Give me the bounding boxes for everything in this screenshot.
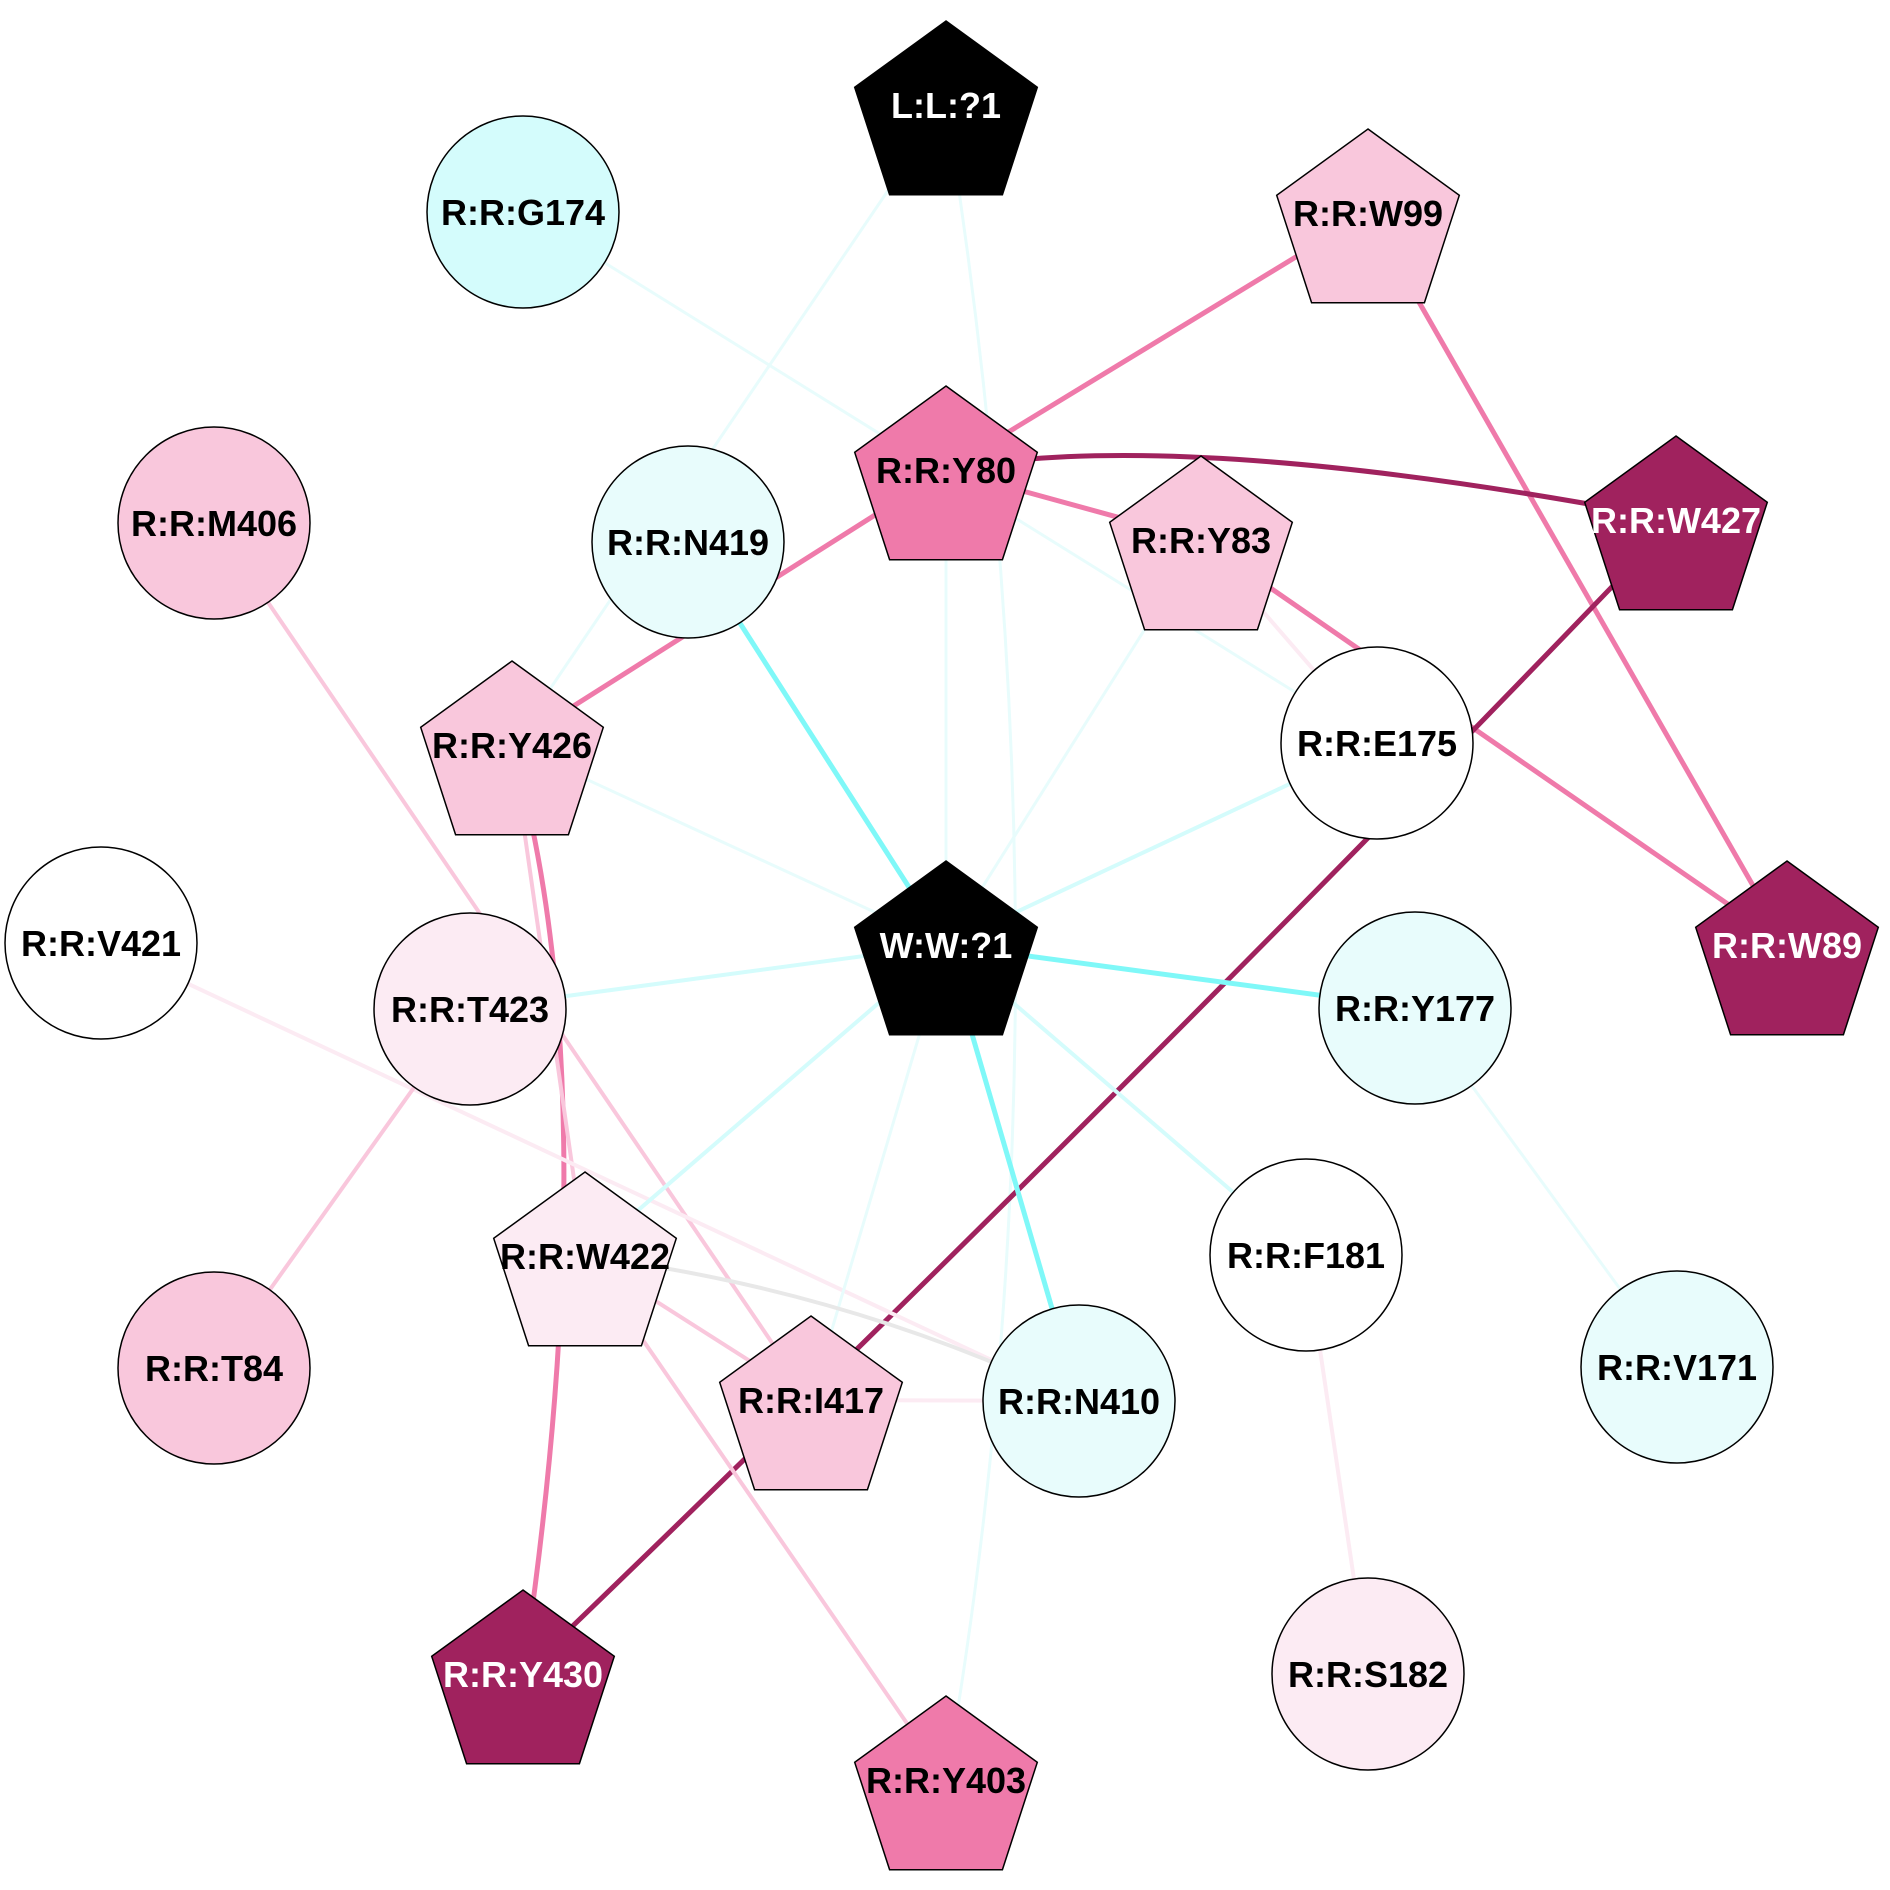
node-label: R:R:W422 (500, 1236, 670, 1277)
node-label: R:R:E175 (1297, 723, 1457, 764)
node-shape-pentagon (1108, 455, 1294, 631)
node-label: R:R:Y177 (1335, 988, 1495, 1029)
node-label: R:R:Y83 (1131, 520, 1271, 561)
node-t423[interactable]: R:R:T423 (373, 912, 567, 1106)
edge-w422-y403 (583, 1254, 948, 1782)
node-label: W:W:?1 (880, 925, 1013, 966)
node-shape-circle (1318, 911, 1512, 1105)
node-s182[interactable]: R:R:S182 (1271, 1577, 1465, 1771)
node-i417[interactable]: R:R:I417 (718, 1315, 904, 1491)
node-shape-pentagon (419, 660, 605, 836)
node-shape-pentagon (718, 1315, 904, 1491)
node-label: R:R:F181 (1227, 1235, 1385, 1276)
node-label: R:R:S182 (1288, 1654, 1448, 1695)
node-label: R:R:Y426 (432, 725, 592, 766)
node-label: R:R:Y403 (866, 1760, 1026, 1801)
node-n410[interactable]: R:R:N410 (982, 1304, 1176, 1498)
node-shape-circle (1209, 1158, 1403, 1352)
node-label: R:R:W427 (1591, 500, 1761, 541)
node-w89[interactable]: R:R:W89 (1694, 860, 1880, 1036)
node-shape-circle (591, 445, 785, 639)
node-y403[interactable]: R:R:Y403 (853, 1695, 1039, 1871)
edge-l1-y426 (510, 104, 948, 746)
node-shape-pentagon (853, 385, 1039, 561)
node-label: R:R:Y80 (876, 450, 1016, 491)
node-label: R:R:N410 (998, 1381, 1160, 1422)
node-shape-pentagon (853, 1695, 1039, 1871)
node-shape-circle (1580, 1270, 1774, 1464)
node-label: L:L:?1 (891, 85, 1001, 126)
node-e175[interactable]: R:R:E175 (1280, 646, 1474, 840)
node-label: R:R:T84 (145, 1348, 283, 1389)
node-l1[interactable]: L:L:?1 (853, 20, 1039, 196)
node-shape-circle (982, 1304, 1176, 1498)
node-label: R:R:W99 (1293, 193, 1443, 234)
node-y426[interactable]: R:R:Y426 (419, 660, 605, 836)
node-shape-circle (426, 115, 620, 309)
edge-w99-w89 (1365, 211, 1790, 947)
node-shape-pentagon (853, 20, 1039, 196)
node-label: R:R:W89 (1712, 925, 1862, 966)
node-y177[interactable]: R:R:Y177 (1318, 911, 1512, 1105)
node-label: R:R:V171 (1597, 1347, 1757, 1388)
node-y83[interactable]: R:R:Y83 (1108, 455, 1294, 631)
node-g174[interactable]: R:R:G174 (426, 115, 620, 309)
node-shape-pentagon (430, 1589, 616, 1765)
node-shape-pentagon (1694, 860, 1880, 1036)
edge-y83-w89 (1199, 537, 1789, 948)
node-shape-pentagon (492, 1171, 678, 1347)
edge-w427-y430 (521, 518, 1678, 1676)
node-shape-circle (1271, 1577, 1465, 1771)
edge-v421-n410 (100, 941, 1080, 1403)
node-t84[interactable]: R:R:T84 (117, 1271, 311, 1465)
node-label: R:R:G174 (441, 192, 605, 233)
node-label: R:R:V421 (21, 923, 181, 964)
node-shape-circle (1280, 646, 1474, 840)
node-shape-pentagon (853, 860, 1039, 1036)
node-shape-circle (373, 912, 567, 1106)
edge-y80-w427 (945, 453, 1677, 523)
node-w99[interactable]: R:R:W99 (1275, 128, 1461, 304)
node-w427[interactable]: R:R:W427 (1583, 435, 1769, 611)
node-n419[interactable]: R:R:N419 (591, 445, 785, 639)
node-f181[interactable]: R:R:F181 (1209, 1158, 1403, 1352)
node-shape-pentagon (1275, 128, 1461, 304)
node-label: R:R:Y430 (443, 1654, 603, 1695)
edge-y426-y430 (509, 744, 567, 1675)
node-shape-circle (4, 846, 198, 1040)
node-v171[interactable]: R:R:V171 (1580, 1270, 1774, 1464)
node-m406[interactable]: R:R:M406 (117, 426, 311, 620)
node-shape-pentagon (1583, 435, 1769, 611)
node-label: R:R:I417 (738, 1380, 884, 1421)
node-label: R:R:M406 (131, 503, 297, 544)
node-label: R:R:T423 (391, 989, 549, 1030)
node-shape-circle (117, 1271, 311, 1465)
node-shape-circle (117, 426, 311, 620)
node-w1[interactable]: W:W:?1 (853, 860, 1039, 1036)
node-y80[interactable]: R:R:Y80 (853, 385, 1039, 561)
node-w422[interactable]: R:R:W422 (492, 1171, 678, 1347)
node-v421[interactable]: R:R:V421 (4, 846, 198, 1040)
node-y430[interactable]: R:R:Y430 (430, 1589, 616, 1765)
node-label: R:R:N419 (607, 522, 769, 563)
